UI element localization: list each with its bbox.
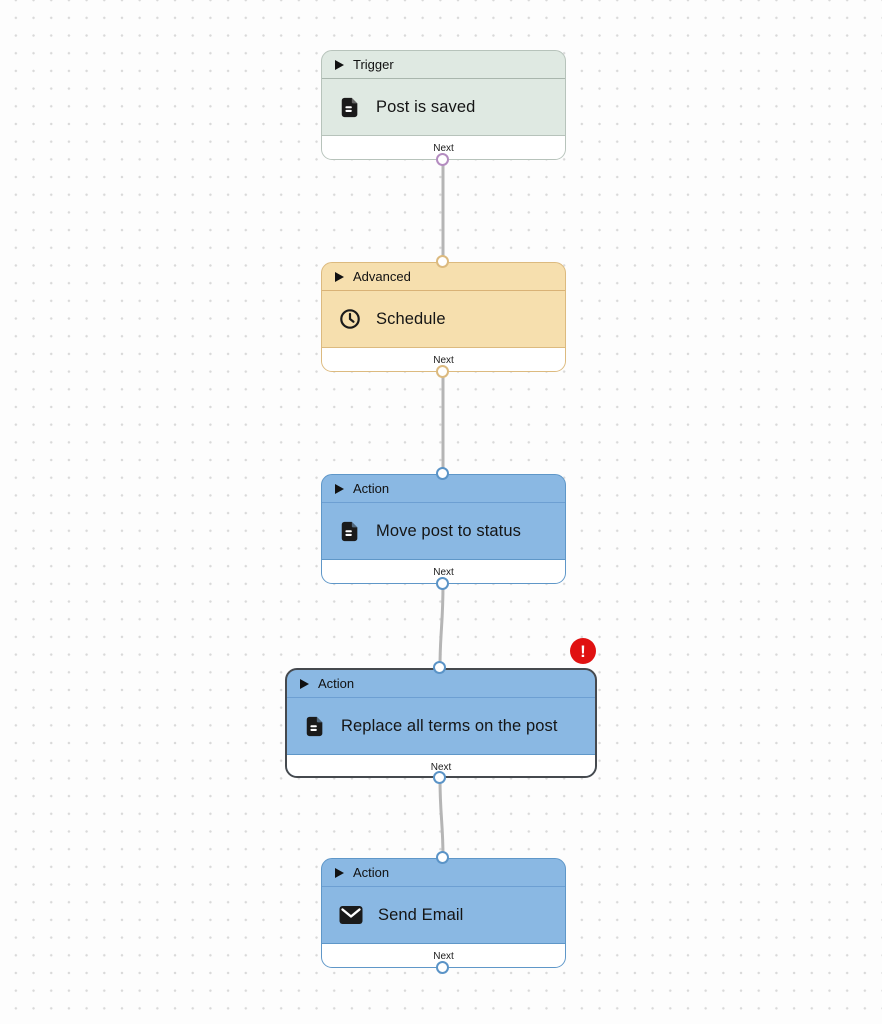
clock-icon [339, 308, 361, 330]
node-category-label: Advanced [353, 269, 411, 284]
node-title: Send Email [378, 905, 464, 924]
node-title: Replace all terms on the post [341, 716, 558, 735]
collapse-triangle-icon[interactable] [335, 867, 344, 878]
error-badge-glyph: ! [580, 641, 586, 661]
collapse-triangle-icon[interactable] [335, 271, 344, 282]
port-input-move-post[interactable] [436, 467, 449, 480]
node-category-label: Action [353, 865, 390, 880]
error-badge[interactable]: ! [570, 638, 596, 664]
port-output-trigger[interactable] [436, 153, 449, 166]
node-trigger-post-is-saved[interactable]: Trigger Post is saved Next [321, 50, 566, 160]
node-action-send-email[interactable]: Action Send Email Next [321, 858, 566, 968]
document-icon [339, 96, 361, 118]
node-header[interactable]: Action [287, 670, 595, 698]
next-label: Next [433, 567, 454, 578]
node-header[interactable]: Action [322, 859, 565, 887]
node-category-label: Trigger [353, 57, 394, 72]
node-category-label: Action [353, 481, 390, 496]
node-header[interactable]: Advanced [322, 263, 565, 291]
port-input-schedule[interactable] [436, 255, 449, 268]
node-category-label: Action [318, 676, 355, 691]
port-output-move-post[interactable] [436, 577, 449, 590]
collapse-triangle-icon[interactable] [300, 678, 309, 689]
node-advanced-schedule[interactable]: Advanced Schedule Next [321, 262, 566, 372]
next-label: Next [433, 951, 454, 962]
node-footer: Next [287, 754, 595, 776]
node-action-replace-all-terms[interactable]: Action Replace all terms on the post Nex… [285, 668, 597, 778]
port-output-replace-terms[interactable] [433, 771, 446, 784]
node-header[interactable]: Trigger [322, 51, 565, 79]
next-label: Next [433, 355, 454, 366]
port-input-replace-terms[interactable] [433, 661, 446, 674]
port-input-send-email[interactable] [436, 851, 449, 864]
node-body[interactable]: Schedule [322, 291, 565, 347]
collapse-triangle-icon[interactable] [335, 483, 344, 494]
port-output-schedule[interactable] [436, 365, 449, 378]
next-label: Next [430, 762, 452, 773]
connector-3-4 [438, 583, 445, 669]
node-title: Schedule [376, 309, 446, 328]
connector-4-5 [438, 777, 445, 859]
node-body[interactable]: Move post to status [322, 503, 565, 559]
node-body[interactable]: Send Email [322, 887, 565, 943]
node-body[interactable]: Post is saved [322, 79, 565, 135]
node-header[interactable]: Action [322, 475, 565, 503]
next-label: Next [433, 143, 454, 154]
node-body[interactable]: Replace all terms on the post [287, 698, 595, 754]
collapse-triangle-icon[interactable] [335, 59, 344, 70]
port-output-send-email[interactable] [436, 961, 449, 974]
document-icon [304, 715, 326, 737]
envelope-icon [339, 905, 363, 925]
node-title: Post is saved [376, 97, 476, 116]
node-title: Move post to status [376, 521, 521, 540]
document-icon [339, 520, 361, 542]
node-action-move-post-to-status[interactable]: Action Move post to status Next [321, 474, 566, 584]
